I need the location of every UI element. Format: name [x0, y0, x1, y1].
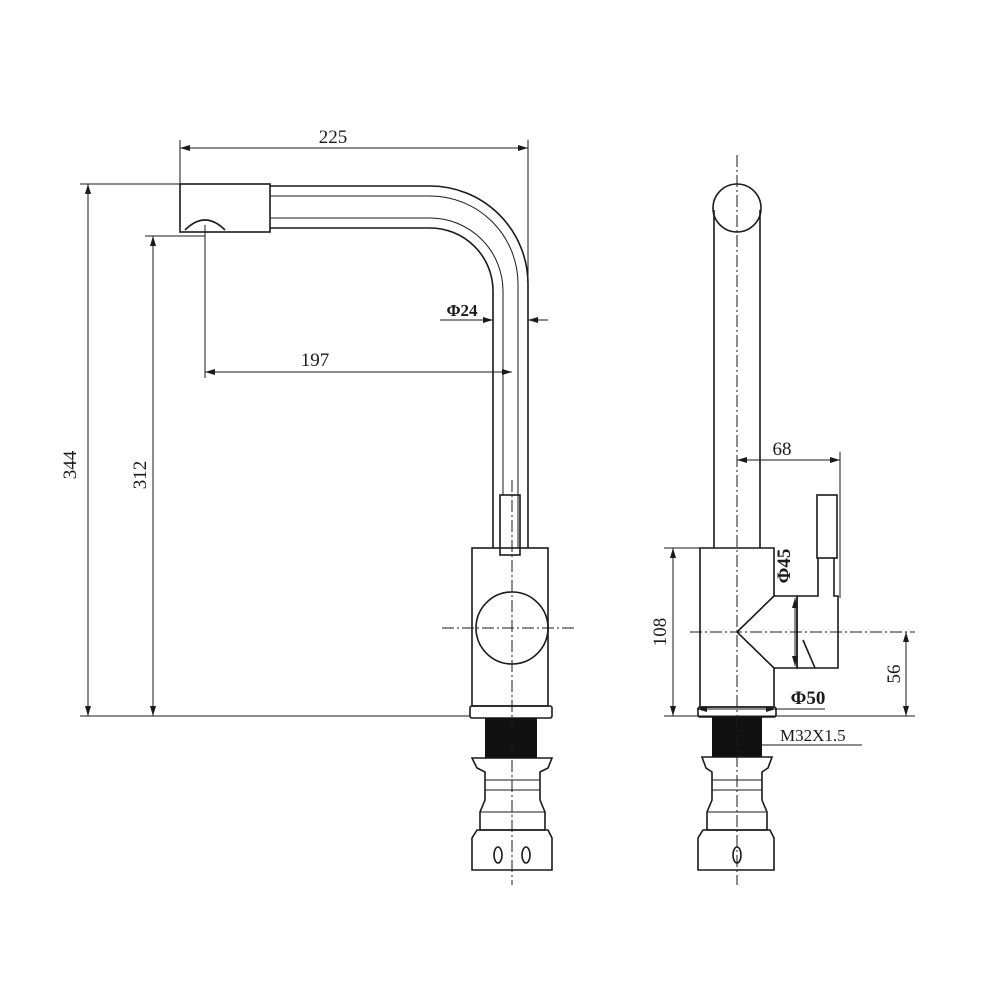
- dim-handle-diameter: Φ45: [774, 549, 795, 584]
- front-view: 225 344 312 197 Φ24: [60, 127, 575, 885]
- spout: [179, 183, 529, 548]
- dim-width-225: 225: [319, 127, 348, 148]
- dim-center-height-56: 56: [884, 665, 905, 684]
- dim-pipe-diameter: Φ24: [446, 301, 478, 320]
- dim-height-312: 312: [130, 461, 151, 490]
- faucet-body: [469, 494, 554, 871]
- side-view: 68 108 56 Φ45 Φ50 M32X1.5: [650, 155, 915, 885]
- handle-lever: [499, 494, 521, 556]
- dim-handle-offset-68: 68: [773, 439, 792, 460]
- dim-height-344: 344: [60, 450, 81, 479]
- dim-body-height-108: 108: [650, 618, 671, 647]
- thread-section: [485, 718, 537, 758]
- dim-base-diameter: Φ50: [791, 688, 826, 709]
- side-handle-lever: [816, 494, 838, 559]
- dim-reach-197: 197: [301, 350, 330, 371]
- thread-spec-label: M32X1.5: [780, 726, 846, 745]
